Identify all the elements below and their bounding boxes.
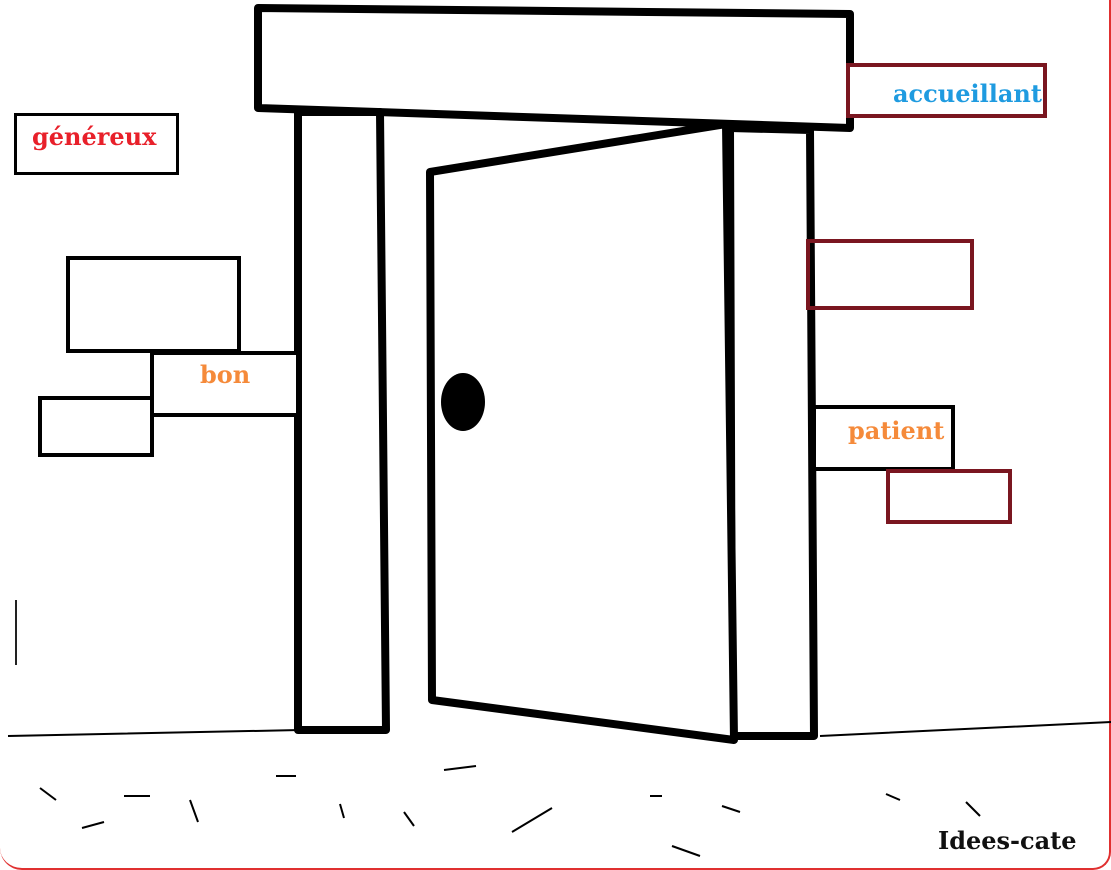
empty-box-right-2[interactable] — [886, 469, 1012, 524]
empty-box-left-1[interactable] — [66, 256, 241, 353]
doorknob — [441, 373, 485, 431]
ground-line — [8, 722, 1111, 736]
ground-scratches — [40, 766, 980, 856]
word-accueillant: accueillant — [893, 79, 1042, 108]
word-genereux: généreux — [32, 122, 156, 151]
left-door-post — [298, 112, 386, 730]
word-bon: bon — [200, 360, 250, 389]
empty-box-right-1[interactable] — [806, 239, 974, 310]
right-door-post — [730, 128, 814, 736]
word-patient: patient — [848, 416, 944, 445]
open-door — [430, 124, 734, 740]
empty-box-left-2[interactable] — [38, 396, 154, 457]
credit-text: Idees-cate — [938, 826, 1077, 855]
